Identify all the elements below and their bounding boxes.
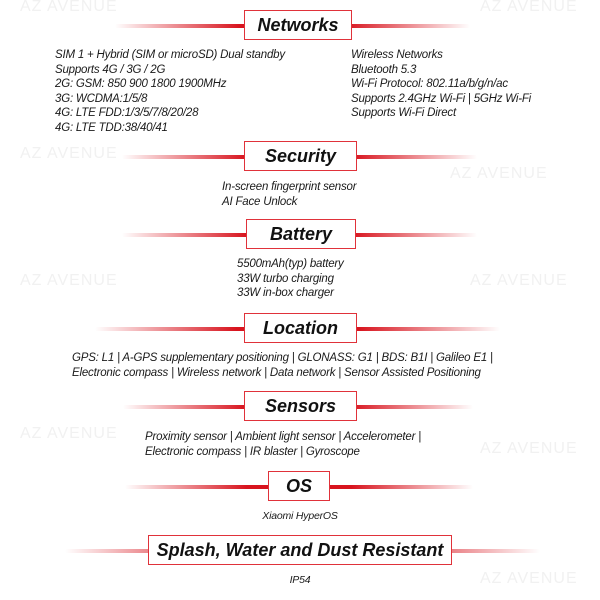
list-item: AI Face Unlock [222, 195, 298, 208]
watermark: AZ AVENUE [20, 272, 118, 289]
watermark: AZ AVENUE [20, 425, 118, 442]
list-item: 33W in-box charger [237, 287, 334, 299]
list-item: SIM 1 + Hybrid (SIM or microSD) Dual sta… [55, 49, 285, 61]
section-title-location: Location [244, 313, 357, 343]
watermark: AZ AVENUE [470, 272, 568, 289]
list-item: Electronic compass | Wireless network | … [72, 366, 481, 379]
watermark: AZ AVENUE [450, 165, 548, 182]
list-item: Supports 2.4GHz Wi-Fi | 5GHz Wi-Fi [351, 92, 532, 105]
list-item: GPS: L1 | A-GPS supplementary positionin… [72, 352, 493, 364]
watermark: AZ AVENUE [480, 440, 578, 457]
list-item: Supports Wi-Fi Direct [351, 107, 456, 119]
list-item: IP54 [289, 574, 311, 586]
splash-list: IP54 [200, 573, 400, 588]
location-list: GPS: L1 | A-GPS supplementary positionin… [72, 351, 493, 380]
networks-right-list: Wireless Networks Bluetooth 5.3 Wi-Fi Pr… [351, 48, 531, 121]
section-title-security: Security [244, 141, 357, 171]
networks-left-list: SIM 1 + Hybrid (SIM or microSD) Dual sta… [55, 48, 285, 135]
list-item: Xiaomi HyperOS [262, 510, 338, 522]
list-item: 4G: LTE TDD:38/40/41 [55, 121, 168, 134]
watermark: AZ AVENUE [480, 0, 578, 15]
list-item: In-screen fingerprint sensor [222, 181, 357, 193]
list-item: Electronic compass | IR blaster | Gyrosc… [145, 445, 360, 458]
list-item: Supports 4G / 3G / 2G [55, 63, 166, 76]
watermark: AZ AVENUE [20, 145, 118, 162]
list-item: 4G: LTE FDD:1/3/5/7/8/20/28 [55, 107, 199, 119]
list-item: 33W turbo charging [237, 272, 334, 285]
battery-list: 5500mAh(typ) battery 33W turbo charging … [237, 257, 344, 301]
list-item: Proximity sensor | Ambient light sensor … [145, 431, 422, 443]
list-item: Wireless Networks [351, 49, 443, 61]
security-list: In-screen fingerprint sensor AI Face Unl… [222, 180, 357, 209]
watermark: AZ AVENUE [480, 570, 578, 587]
list-item: 5500mAh(typ) battery [237, 258, 344, 270]
list-item: 3G: WCDMA:1/5/8 [55, 92, 148, 105]
list-item: Wi-Fi Protocol: 802.11a/b/g/n/ac [351, 78, 508, 90]
section-title-networks: Networks [244, 10, 352, 40]
section-title-sensors: Sensors [244, 391, 357, 421]
section-title-battery: Battery [246, 219, 356, 249]
section-title-splash: Splash, Water and Dust Resistant [148, 535, 452, 565]
list-item: 2G: GSM: 850 900 1800 1900MHz [55, 78, 227, 90]
section-title-os: OS [268, 471, 330, 501]
list-item: Bluetooth 5.3 [351, 63, 417, 76]
sensors-list: Proximity sensor | Ambient light sensor … [145, 430, 421, 459]
watermark: AZ AVENUE [20, 0, 118, 15]
os-list: Xiaomi HyperOS [200, 509, 400, 524]
